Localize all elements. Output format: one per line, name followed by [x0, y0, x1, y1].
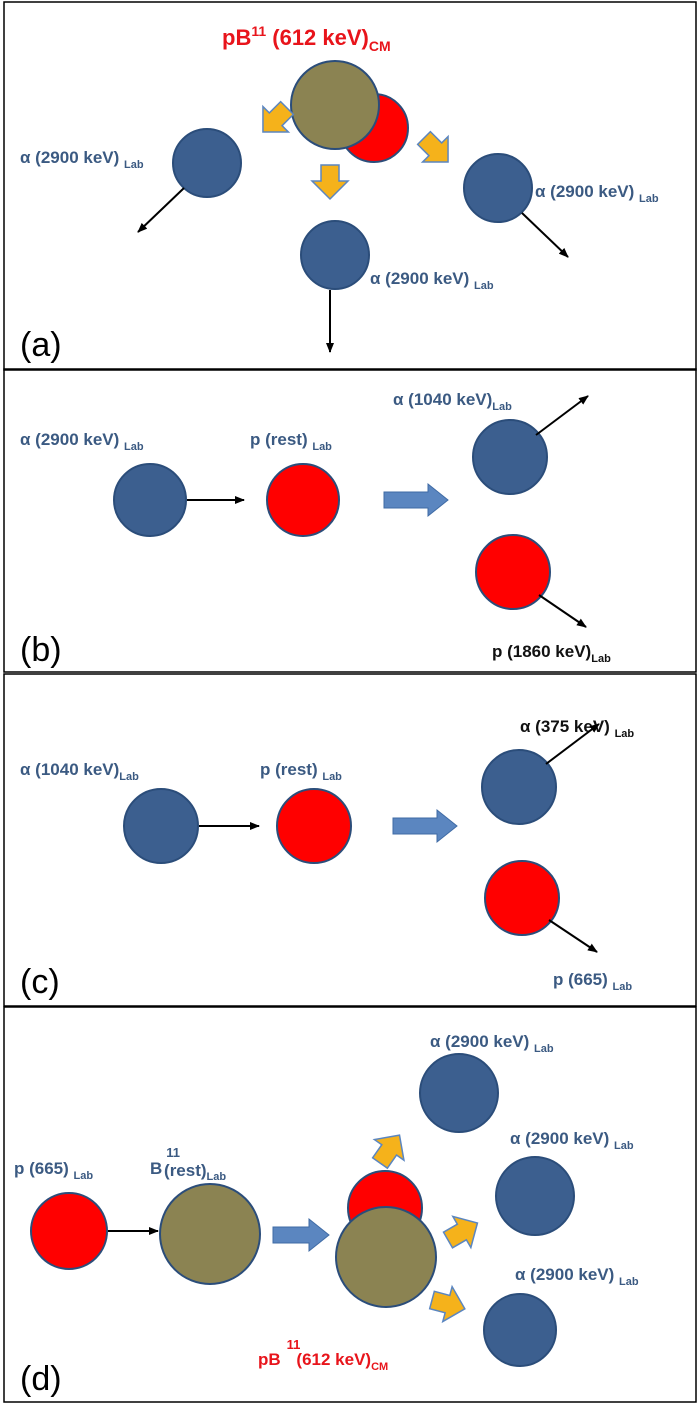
- outgoing-proton-particle-c: [484, 860, 560, 936]
- yellow-arrow-down-icon: [310, 164, 350, 201]
- outgoing-alpha-particle-c: [481, 749, 557, 825]
- panel-c-letter: (c): [20, 963, 60, 1001]
- alpha-right-direction-arrow: [521, 212, 569, 258]
- target-proton-label: p (rest) Lab: [250, 430, 332, 453]
- alpha-particle-bottom: [300, 220, 370, 290]
- alpha-bottom-particle-d: [483, 1293, 557, 1367]
- incoming-alpha-label-c: α (1040 keV)Lab: [20, 760, 139, 783]
- target-boron-label-d: B11(rest)Lab: [150, 1145, 226, 1183]
- outgoing-proton-particle: [475, 534, 551, 610]
- target-proton-particle: [266, 463, 340, 537]
- yellow-arrow-left-icon: [262, 100, 295, 133]
- boron-particle: [290, 60, 380, 150]
- panel-d: p (665) Lab B11(rest)Lab pB11(612 keV)CM…: [14, 1032, 639, 1398]
- incoming-alpha-particle: [113, 463, 187, 537]
- panel-c-frame: [3, 673, 697, 1007]
- target-boron-particle-d: [159, 1183, 261, 1285]
- alpha-mid-particle-d: [495, 1156, 575, 1236]
- alpha-right-label: α (2900 keV) Lab: [535, 182, 659, 205]
- panel-d-frame: [3, 1006, 697, 1403]
- blue-process-arrow-icon-c: [392, 808, 458, 844]
- outgoing-proton-arrow: [538, 594, 587, 628]
- blue-process-arrow-icon-d: [272, 1217, 330, 1253]
- outgoing-alpha-label-c: α (375 keV) Lab: [520, 717, 634, 740]
- panel-a-frame: [3, 1, 697, 371]
- yellow-arrow-bottom-icon-d: [428, 1284, 466, 1324]
- alpha-top-label-d: α (2900 keV) Lab: [430, 1032, 554, 1055]
- blue-process-arrow-icon: [383, 482, 449, 518]
- panel-b-frame: [3, 368, 697, 673]
- alpha-mid-label-d: α (2900 keV) Lab: [510, 1129, 634, 1152]
- incoming-proton-label-d: p (665) Lab: [14, 1159, 93, 1182]
- alpha-bottom-label: α (2900 keV) Lab: [370, 269, 494, 292]
- panel-a: pB11 (612 keV)CM α (2900 keV) Lab α (290…: [20, 23, 659, 364]
- alpha-bottom-label-d: α (2900 keV) Lab: [515, 1265, 639, 1288]
- outgoing-alpha-arrow: [535, 395, 589, 436]
- outgoing-proton-label-c: p (665) Lab: [553, 970, 632, 993]
- outgoing-alpha-particle: [472, 419, 548, 495]
- alpha-left-label: α (2900 keV) Lab: [20, 148, 144, 171]
- incoming-proton-particle-d: [30, 1192, 108, 1270]
- compound-boron-particle-d: [335, 1206, 437, 1308]
- alpha-left-direction-arrow: [137, 187, 185, 233]
- alpha-top-particle-d: [419, 1053, 499, 1133]
- alpha-particle-left: [172, 128, 242, 198]
- panel-c: α (1040 keV)Lab p (rest) Lab α (375 keV)…: [20, 717, 634, 1001]
- panel-a-letter: (a): [20, 326, 62, 364]
- incoming-alpha-label: α (2900 keV) Lab: [20, 430, 144, 453]
- panel-d-letter: (d): [20, 1360, 62, 1398]
- target-proton-particle-c: [276, 788, 352, 864]
- panel-b: α (2900 keV) Lab p (rest) Lab α (1040 ke…: [20, 390, 611, 669]
- panel-b-letter: (b): [20, 631, 62, 669]
- outgoing-alpha-arrow-c: [545, 723, 600, 765]
- panel-a-title: pB11 (612 keV)CM: [222, 23, 391, 54]
- incoming-alpha-particle-c: [123, 788, 199, 864]
- yellow-arrow-right-icon: [416, 130, 449, 163]
- yellow-arrow-mid-icon-d: [442, 1215, 479, 1250]
- outgoing-alpha-label: α (1040 keV)Lab: [393, 390, 512, 413]
- yellow-arrow-top-icon-d: [371, 1134, 405, 1170]
- outgoing-proton-arrow-c: [548, 919, 598, 953]
- outgoing-proton-label: p (1860 keV)Lab: [492, 642, 611, 665]
- alpha-particle-right: [463, 153, 533, 223]
- compound-label-d: pB11(612 keV)CM: [258, 1337, 388, 1373]
- target-proton-label-c: p (rest) Lab: [260, 760, 342, 783]
